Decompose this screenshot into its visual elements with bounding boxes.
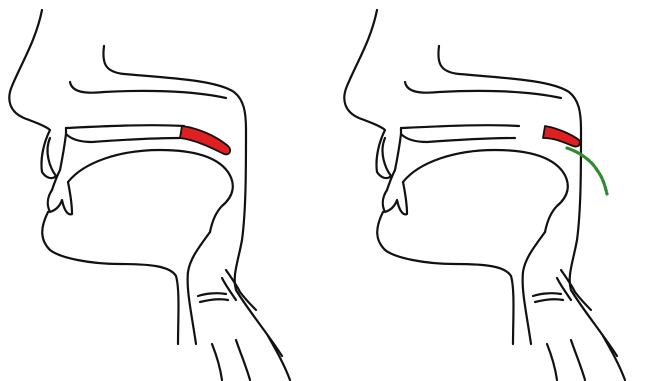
larynx-fold (533, 293, 563, 302)
upper-teeth (387, 134, 401, 190)
lower-teeth (383, 182, 407, 214)
nasal-cavity-roof (438, 46, 581, 130)
jaw-chin (42, 212, 178, 344)
tongue-dorsum (403, 150, 568, 232)
esophagus-back (603, 336, 625, 380)
larynx-fold (198, 293, 228, 302)
lower-teeth (48, 182, 72, 214)
velum-highlight (543, 126, 580, 147)
upper-teeth (52, 134, 66, 190)
nasal-cavity-roof (103, 46, 246, 130)
esophagus-back (268, 336, 290, 380)
hard-palate-lower (66, 128, 180, 142)
sagittal-panel-right (335, 0, 671, 381)
pharynx-posterior-wall (235, 130, 282, 356)
velopharyngeal-contact-highlight (567, 148, 607, 194)
hard-palate-upper (66, 125, 184, 128)
pharynx-anterior-wall (188, 232, 210, 344)
upper-lip (383, 138, 391, 176)
vocal-tract-diagram-left (0, 0, 336, 381)
trachea-back (236, 340, 250, 380)
jaw-chin (377, 212, 513, 344)
hard-palate-lower (401, 128, 515, 142)
trachea-front (547, 344, 557, 380)
tongue-dorsum (68, 150, 233, 232)
pharynx-anterior-wall (523, 232, 545, 344)
trachea-front (212, 344, 222, 380)
sagittal-panel-left (0, 0, 336, 381)
vocal-tract-diagram-right (335, 0, 671, 381)
nasal-turbinate (70, 82, 226, 98)
trachea-back (571, 340, 585, 380)
upper-lip (48, 138, 56, 176)
hard-palate-upper (401, 125, 519, 128)
face-profile (9, 10, 56, 178)
velum-highlight (180, 126, 230, 154)
face-profile (344, 10, 391, 178)
nasal-turbinate (405, 82, 561, 98)
